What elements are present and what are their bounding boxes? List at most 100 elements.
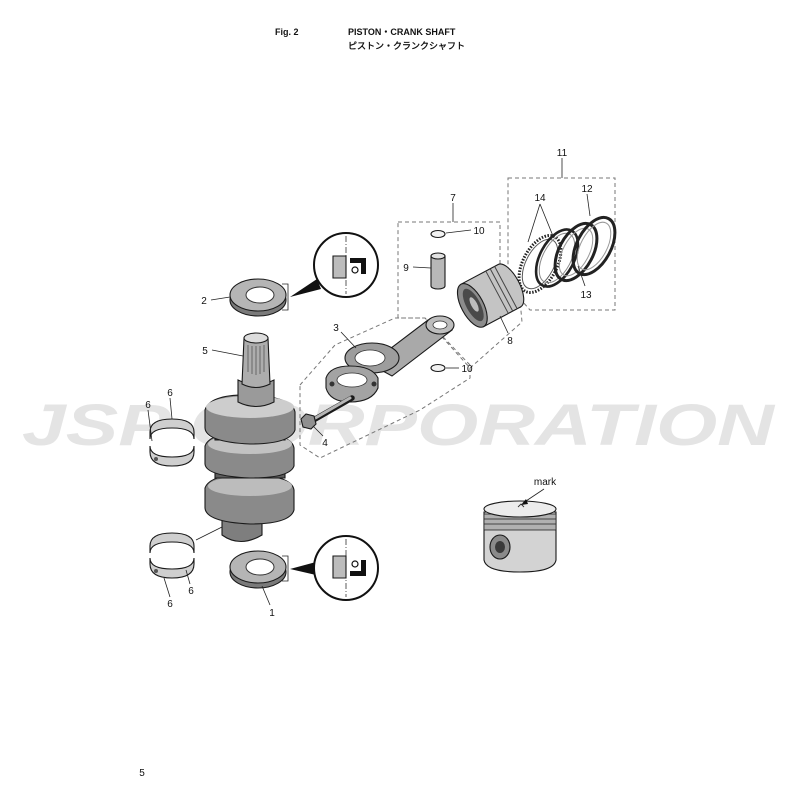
- callout-6-lower-a: 6: [188, 586, 194, 597]
- main-bearing-6-lower-pair: [149, 532, 195, 579]
- leader-2: [210, 296, 231, 301]
- callout-8: 8: [507, 336, 513, 347]
- piston-mark-view: [483, 500, 557, 573]
- title-japanese: ピストン・クランクシャフト: [348, 40, 465, 52]
- detail-view-upper: [313, 232, 379, 298]
- callout-6-lower-b: 6: [167, 599, 173, 610]
- callout-5: 5: [202, 346, 208, 357]
- leader-6-upper-b: [147, 409, 153, 442]
- conrod-big-end-bore: [354, 349, 386, 367]
- leader-3: [340, 331, 357, 349]
- conrod-bolt-hole: [329, 381, 335, 387]
- detail-seal-section: [332, 555, 347, 579]
- detail-pointer-upper: [290, 279, 321, 297]
- piston-pin-end: [430, 252, 446, 260]
- group-box-conrod: [299, 317, 471, 459]
- seal-bore: [245, 286, 275, 304]
- bolt-head: [300, 413, 317, 430]
- piston-crown: [483, 500, 557, 518]
- piston-pin-body: [430, 255, 446, 290]
- leader-4: [312, 425, 324, 437]
- leader-14: [527, 203, 554, 243]
- piston-pin-9: [430, 252, 446, 290]
- bearing-half-shell: [149, 418, 195, 440]
- piston-pin-clip-10-upper: [430, 229, 446, 239]
- callout-7: 7: [450, 193, 456, 204]
- detail-seal-lip: [350, 560, 366, 576]
- callout-13: 13: [580, 290, 592, 301]
- callout-10-lower: 10: [461, 364, 473, 375]
- piston-ring-set: [517, 215, 617, 295]
- leader-10-upper: [445, 229, 472, 234]
- oil-seal-2: [229, 278, 287, 317]
- conrod-bolt-hole: [371, 381, 377, 387]
- callout-12: 12: [581, 184, 593, 195]
- page-number: 5: [139, 768, 145, 779]
- leader-1: [261, 585, 271, 606]
- ring-rail-inner: [538, 232, 576, 284]
- piston-pin-boss: [469, 297, 479, 312]
- piston-pin-clip-10-lower: [430, 363, 446, 373]
- conrod-bolt-4: [300, 395, 355, 430]
- leader-6-upper-a: [169, 397, 173, 420]
- top-ring-12: [571, 215, 617, 277]
- bracket-seal-1: [282, 555, 289, 582]
- crank-web-3-face: [208, 476, 292, 496]
- callout-9: 9: [403, 263, 409, 274]
- piston-groove: [489, 268, 514, 312]
- figure-label: Fig. 2: [275, 27, 299, 37]
- callout-6-upper-a: 6: [167, 388, 173, 399]
- detail-pointer-lower: [290, 562, 316, 575]
- connecting-rod-3: [325, 315, 455, 403]
- callout-10-upper: 10: [473, 226, 485, 237]
- crankshaft-5: [204, 332, 296, 543]
- main-bearing-6-upper-pair: [149, 418, 195, 467]
- mark-label: mark: [534, 477, 557, 488]
- piston-groove: [485, 270, 509, 314]
- detail-spring: [351, 560, 359, 568]
- callout-1: 1: [269, 608, 275, 619]
- piston-groove: [494, 266, 518, 309]
- bearing-half-shell: [149, 532, 195, 554]
- callout-2: 2: [201, 296, 207, 307]
- callout-11: 11: [557, 148, 568, 159]
- leader-9: [412, 266, 432, 269]
- detail-seal-section: [332, 255, 347, 279]
- top-ring-outer: [571, 215, 617, 277]
- title-english: PISTON・CRANK SHAFT: [348, 27, 456, 37]
- leader-8: [499, 315, 509, 334]
- piston-pin-hole: [495, 541, 505, 553]
- detail-view-lower: [313, 535, 379, 601]
- conrod-cap-bore: [336, 372, 368, 388]
- conrod-small-end-bore: [432, 320, 448, 330]
- oil-seal-1: [229, 550, 287, 589]
- bearing-oil-hole: [154, 457, 158, 461]
- bearing-oil-hole: [154, 569, 158, 573]
- leader-crank-bearing: [195, 526, 223, 541]
- group-box-11: [507, 177, 616, 311]
- leader-6-lower-b: [163, 577, 171, 598]
- detail-spring: [351, 266, 359, 274]
- callout-6-upper-b: 6: [145, 400, 151, 411]
- callout-4: 4: [322, 438, 328, 449]
- bearing-half-shell: [149, 557, 195, 579]
- detail-seal-lip: [350, 258, 366, 274]
- piston-8: [456, 263, 525, 328]
- piston-crown-mark: [517, 503, 525, 508]
- leader-13: [577, 265, 586, 287]
- second-ring-inner: [558, 227, 594, 277]
- leader-6-lower-a: [185, 569, 191, 585]
- callout-3: 3: [333, 323, 339, 334]
- bracket-seal-2: [282, 283, 289, 311]
- seal-bore: [245, 558, 275, 576]
- bolt-shank-highlight: [310, 396, 352, 422]
- leader-5: [211, 349, 244, 357]
- watermark: JSP CORPORATION: [22, 393, 775, 458]
- bearing-half-shell: [149, 445, 195, 467]
- top-ring-inner: [576, 221, 612, 271]
- mark-arrowhead: [521, 499, 528, 505]
- leader-12: [586, 193, 591, 217]
- crank-top-end: [243, 332, 269, 344]
- callout-14: 14: [534, 193, 546, 204]
